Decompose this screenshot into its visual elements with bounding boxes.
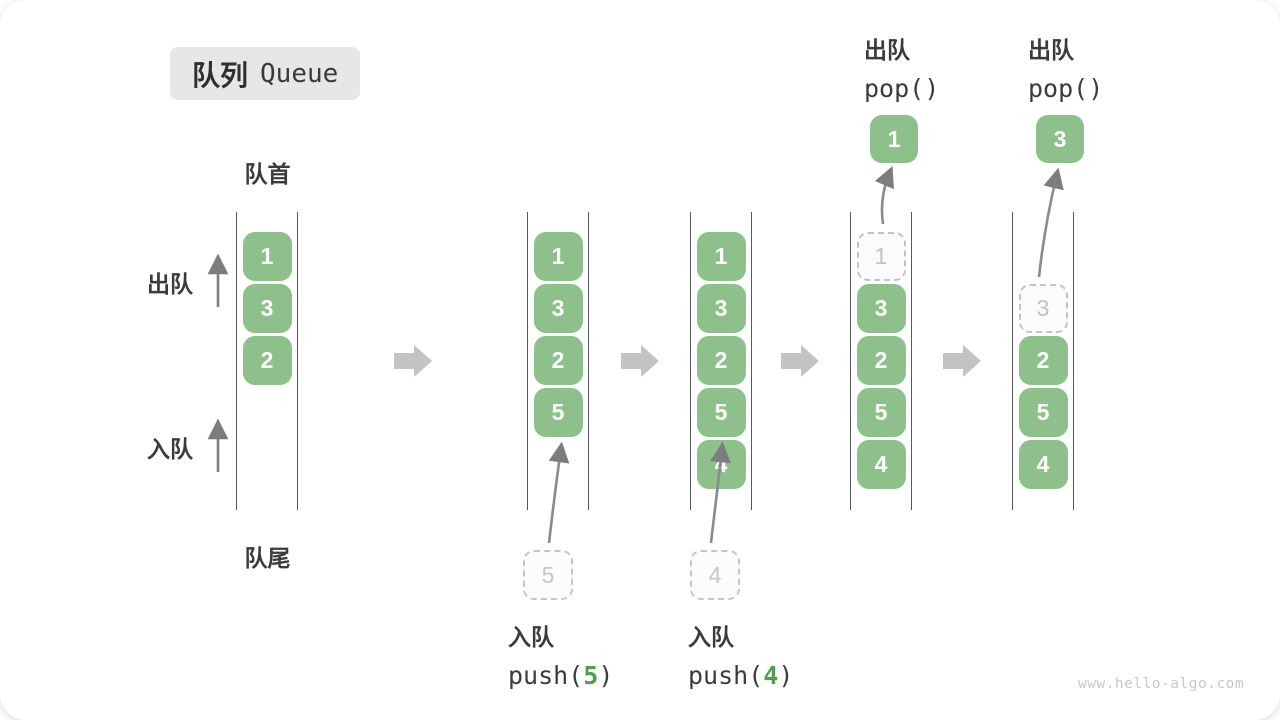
title-chip: 队列 Queue	[170, 47, 361, 100]
queue-cell: 4	[696, 440, 746, 489]
next-state-arrow-icon	[781, 345, 819, 377]
op-arg: 4	[763, 661, 779, 690]
watermark: www.hello-algo.com	[1078, 676, 1245, 692]
queue-cell: 3	[533, 284, 583, 333]
queue-cell: 3	[696, 284, 746, 333]
queue-state-5: 3 2 5 4	[1012, 212, 1074, 510]
queue-state-2: 1 3 2 5	[527, 212, 589, 510]
queue-cell: 5	[1018, 388, 1068, 437]
queue-cell: 5	[696, 388, 746, 437]
next-state-arrow-icon	[943, 345, 981, 377]
label-dequeue-side: 出队	[147, 271, 193, 297]
queue-cell: 5	[533, 388, 583, 437]
op-pop-caption: 出队 pop()	[864, 31, 939, 103]
op-code: pop()	[1028, 74, 1104, 103]
op-label: 入队	[688, 624, 734, 650]
label-queue-front: 队首	[244, 161, 291, 187]
label-queue-rear: 队尾	[244, 545, 291, 571]
queue-cell: 1	[533, 232, 583, 281]
queue-cell: 1	[696, 232, 746, 281]
queue-cell-removed: 3	[1018, 284, 1068, 333]
queue-state-1: 1 3 2	[236, 212, 298, 510]
title-zh: 队列	[192, 59, 249, 91]
queue-state-4: 1 3 2 5 4	[850, 212, 912, 510]
queue-cell: 5	[856, 388, 906, 437]
popped-element: 1	[870, 115, 918, 163]
next-state-arrow-icon	[621, 345, 659, 377]
queue-cell: 4	[856, 440, 906, 489]
pending-element: 4	[690, 550, 740, 600]
title-en: Queue	[260, 58, 339, 89]
queue-cell: 1	[242, 232, 292, 281]
queue-cell: 3	[856, 284, 906, 333]
op-label: 入队	[508, 624, 554, 650]
op-pop-caption: 出队 pop()	[1028, 31, 1103, 103]
queue-cell: 4	[1018, 440, 1068, 489]
label-enqueue-side: 入队	[147, 436, 193, 462]
queue-cell-removed: 1	[856, 232, 906, 281]
queue-cell: 3	[242, 284, 292, 333]
queue-cell: 2	[533, 336, 583, 385]
queue-cell: 2	[242, 336, 292, 385]
queue-cell: 2	[856, 336, 906, 385]
op-label: 出队	[1028, 37, 1074, 63]
op-code: push(5)	[508, 661, 614, 690]
popped-element: 3	[1036, 115, 1084, 163]
op-label: 出队	[864, 37, 910, 63]
queue-cell: 2	[696, 336, 746, 385]
queue-state-3: 1 3 2 5 4	[690, 212, 752, 510]
queue-cell: 2	[1018, 336, 1068, 385]
pending-element: 5	[523, 550, 573, 600]
op-code: push(4)	[688, 661, 794, 690]
op-arg: 5	[583, 661, 599, 690]
next-state-arrow-icon	[394, 345, 432, 377]
op-push5-caption: 入队 push(5)	[508, 618, 613, 690]
op-push4-caption: 入队 push(4)	[688, 618, 793, 690]
op-code: pop()	[864, 74, 940, 103]
